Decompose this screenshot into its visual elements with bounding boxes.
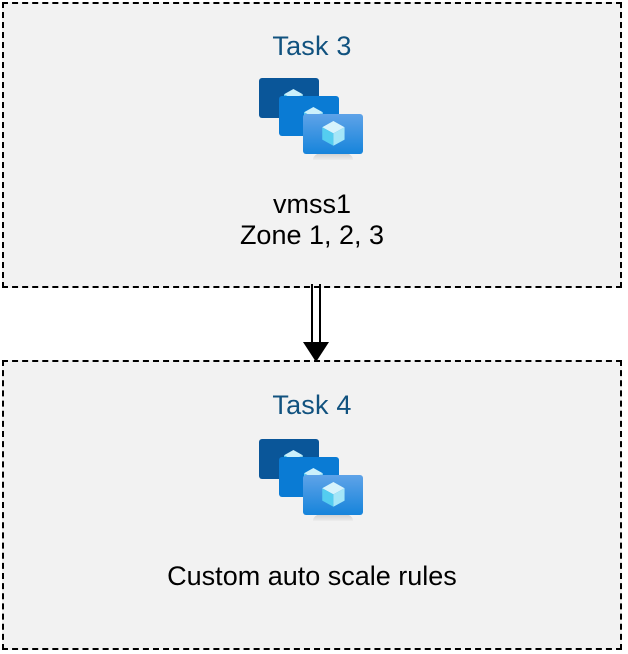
virtual-machine-scale-set-icon bbox=[259, 439, 363, 521]
task-3-caption: vmss1 Zone 1, 2, 3 bbox=[239, 189, 385, 251]
virtual-machine-scale-set-icon bbox=[259, 78, 363, 160]
task-node-task-3[interactable]: Task 3 bbox=[2, 2, 622, 288]
task-node-task-4[interactable]: Task 4 bbox=[2, 360, 622, 650]
task-3-title: Task 3 bbox=[272, 31, 352, 61]
task-4-caption: Custom auto scale rules bbox=[167, 561, 457, 591]
monitor-front-layer bbox=[303, 475, 363, 515]
monitor-front-layer bbox=[303, 114, 363, 154]
connector-arrow-task3-to-task4 bbox=[303, 284, 329, 362]
task-4-title: Task 4 bbox=[272, 390, 352, 420]
